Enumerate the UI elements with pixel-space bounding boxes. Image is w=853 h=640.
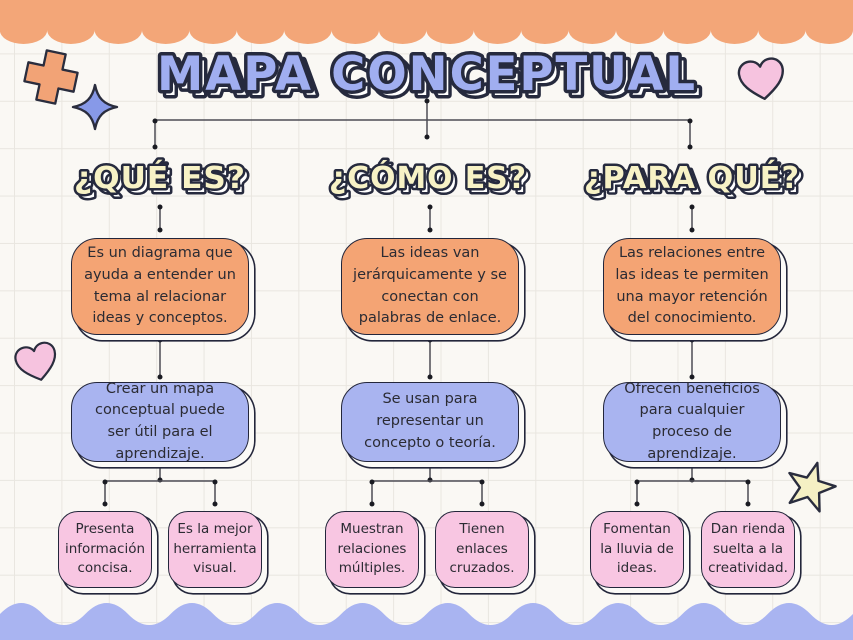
column-headers: ¿QUÉ ES? ¿QUÉ ES? ¿CÓMO ES? ¿CÓMO ES? ¿P… xyxy=(72,157,806,203)
definition-box: Las ideas van jerárquicamente y se conec… xyxy=(341,238,519,335)
column-header-shadow: ¿CÓMO ES? xyxy=(333,163,531,200)
detail-text: Ofrecen beneficios para cualquier proces… xyxy=(624,380,760,462)
definition-text: Las ideas van jerárquicamente y se conec… xyxy=(353,245,507,327)
leaf-text: Dan rienda suelta a la creatividad. xyxy=(708,521,788,577)
page-title: MAPA CONCEPTUAL xyxy=(157,47,697,102)
column-header-como-es: ¿CÓMO ES? xyxy=(329,159,527,196)
leaf-box: Dan rienda suelta a la creatividad. xyxy=(701,511,795,588)
top-scallop-border xyxy=(0,0,853,44)
star-icon xyxy=(788,461,837,513)
heart-icon xyxy=(737,57,784,101)
definition-text: Las relaciones entre las ideas te permit… xyxy=(615,245,769,327)
detail-text: Crear un mapa conceptual puede ser útil … xyxy=(95,380,225,462)
title-banner: MAPA CONCEPTUAL MAPA CONCEPTUAL xyxy=(154,44,704,111)
column-header-que-es: ¿QUÉ ES? xyxy=(74,160,246,196)
detail-text: Se usan para representar un concepto o t… xyxy=(364,391,496,451)
leaf-box: Es la mejor herramienta visual. xyxy=(168,511,262,588)
plus-icon xyxy=(23,49,79,105)
leaf-text: Presenta información concisa. xyxy=(64,521,146,577)
detail-box: Se usan para representar un concepto o t… xyxy=(341,382,519,462)
definition-box: Es un diagrama que ayuda a entender un t… xyxy=(71,238,249,335)
page-title-shadow: MAPA CONCEPTUAL xyxy=(162,52,702,107)
column-header-shadow: ¿QUÉ ES? xyxy=(78,164,250,200)
detail-box: Crear un mapa conceptual puede ser útil … xyxy=(71,381,249,462)
heart-icon xyxy=(14,341,57,381)
leaf-text: Fomentan la lluvia de ideas. xyxy=(600,521,674,577)
leaf-box: Muestran relaciones múltiples. xyxy=(325,511,419,588)
leaf-text: Muestran relaciones múltiples. xyxy=(337,521,407,577)
column-header-shadow: ¿PARA QUÉ? xyxy=(588,164,804,200)
leaf-box: Presenta información concisa. xyxy=(58,511,152,588)
detail-box: Ofrecen beneficios para cualquier proces… xyxy=(603,381,781,462)
leaf-text: Es la mejor herramienta visual. xyxy=(173,521,257,577)
leaf-box: Fomentan la lluvia de ideas. xyxy=(590,511,684,588)
definition-box: Las relaciones entre las ideas te permit… xyxy=(603,238,781,335)
definition-text: Es un diagrama que ayuda a entender un t… xyxy=(84,245,236,327)
column-header-para-que: ¿PARA QUÉ? xyxy=(584,160,800,196)
leaf-text: Tienen enlaces cruzados. xyxy=(449,521,515,577)
leaf-box: Tienen enlaces cruzados. xyxy=(435,511,529,588)
sparkle-icon xyxy=(71,83,119,131)
